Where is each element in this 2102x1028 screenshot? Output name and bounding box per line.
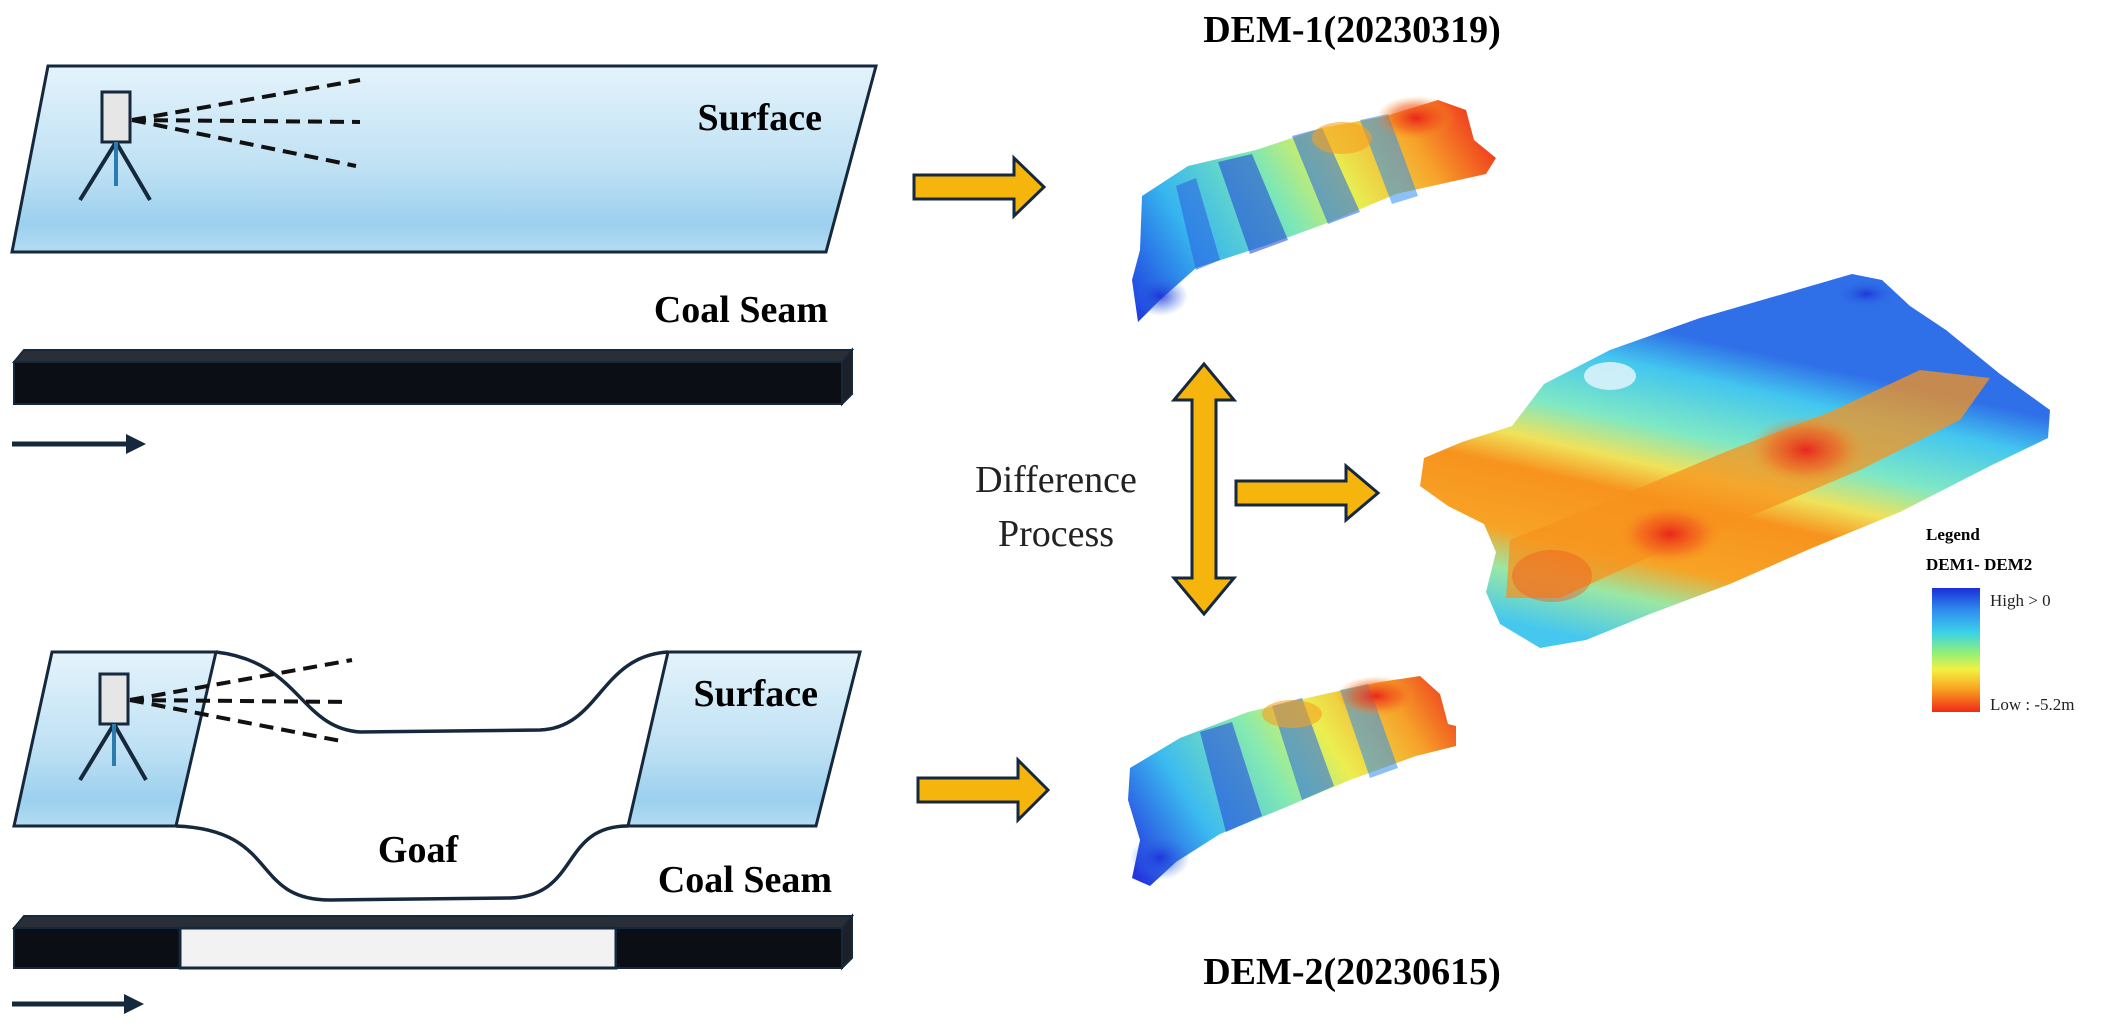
arrow-to-dem1-icon — [912, 154, 1047, 220]
legend-color-ramp — [1932, 588, 1980, 712]
difference-process-label-line1: Difference — [975, 459, 1137, 501]
scan-beam-lines — [131, 78, 361, 168]
dem2-title: DEM-2(20230615) — [1203, 951, 1501, 993]
legend: Legend DEM1- DEM2 High > 0 Low : -5.2m — [1926, 525, 2075, 714]
bottom-coal-seam-block — [11, 913, 855, 971]
legend-subtitle: DEM1- DEM2 — [1926, 555, 2032, 574]
scan-beam-lines — [129, 658, 353, 744]
bottom-right-surface-slab — [626, 650, 862, 828]
dem1-title: DEM-1(20230319) — [1203, 9, 1501, 51]
legend-low-label: Low : -5.2m — [1990, 695, 2075, 714]
top-surface-slab — [10, 64, 878, 254]
double-vertical-arrow-icon — [1170, 361, 1238, 617]
bottom-coal-seam-label: Coal Seam — [658, 859, 832, 901]
arrow-to-dem2-icon — [916, 756, 1051, 824]
top-coal-seam-block — [11, 347, 855, 407]
laser-scanner-icon — [78, 672, 148, 782]
legend-high-label: High > 0 — [1990, 591, 2051, 610]
top-surface-label: Surface — [697, 97, 822, 139]
dem2-heatmap — [1128, 676, 1456, 886]
bottom-panel: Surface Goaf Coal Seam — [11, 650, 862, 1014]
top-panel: Surface Coal Seam — [10, 64, 878, 454]
flow-arrows — [912, 154, 1381, 824]
difference-process-label-line2: Process — [998, 513, 1114, 555]
subsided-surface-curve — [215, 650, 669, 734]
mined-out-section — [178, 926, 618, 970]
bottom-surface-label: Surface — [693, 673, 818, 715]
legend-title: Legend — [1926, 525, 1980, 544]
arrow-to-difference-map-icon — [1234, 462, 1381, 524]
difference-heatmap — [1420, 274, 2050, 648]
goaf-label: Goaf — [378, 829, 460, 871]
top-coal-seam-label: Coal Seam — [654, 289, 828, 331]
bottom-mining-direction-arrow — [12, 994, 144, 1014]
goaf-boundary-curve — [175, 824, 629, 902]
dem1-heatmap — [1132, 96, 1496, 322]
top-mining-direction-arrow — [12, 434, 146, 454]
laser-scanner-icon — [78, 90, 152, 202]
